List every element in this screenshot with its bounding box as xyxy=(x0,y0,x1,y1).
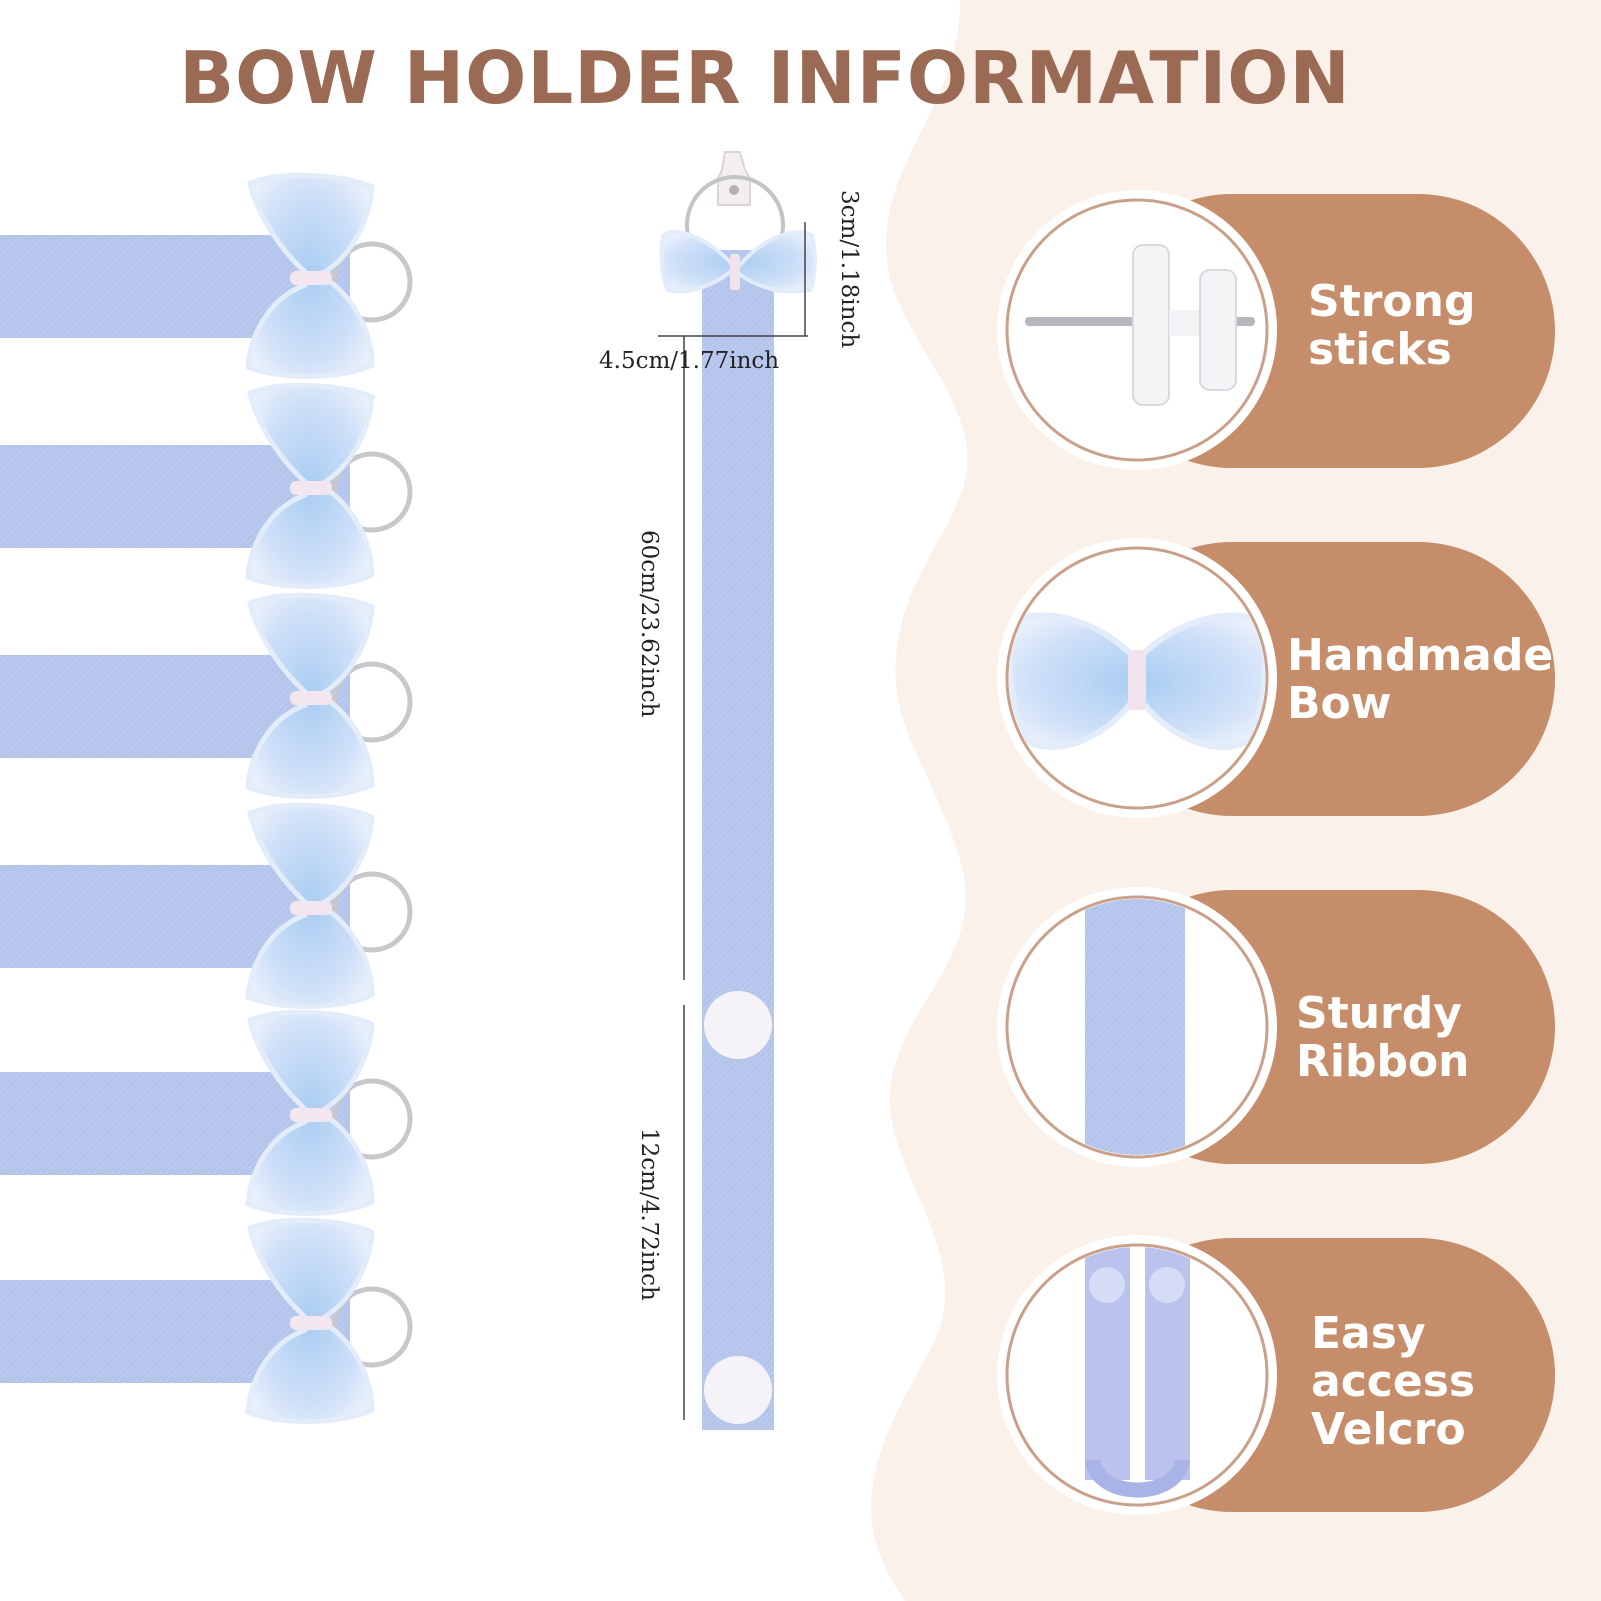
feature-line: Velcro xyxy=(1311,1404,1466,1455)
velcro-icon xyxy=(1085,1247,1190,1498)
feature-line: Ribbon xyxy=(1296,1036,1470,1087)
feature-text-sturdy-ribbon: Sturdy Ribbon xyxy=(1296,990,1470,1086)
feature-line: sticks xyxy=(1308,324,1452,375)
feature-line: Easy xyxy=(1311,1308,1426,1359)
bow-strip xyxy=(0,1217,413,1424)
bow-strip xyxy=(0,802,413,1009)
wall-hook-icon xyxy=(1025,244,1255,406)
bow-strip xyxy=(0,592,413,799)
feature-line: access xyxy=(1311,1356,1476,1407)
bow-strip xyxy=(0,382,413,589)
feature-text-easy-access-velcro: Easy access Velcro xyxy=(1311,1310,1475,1454)
dimension-label-ribbon-length: 60cm/23.62inch xyxy=(636,530,662,718)
left-bow-strips xyxy=(0,172,413,1424)
bow-strip xyxy=(0,172,413,379)
feature-line: Bow xyxy=(1287,678,1392,729)
feature-text-strong-sticks: Strong sticks xyxy=(1308,278,1475,374)
dimension-label-bow-width: 4.5cm/1.77inch xyxy=(599,348,780,374)
feature-line: Sturdy xyxy=(1296,988,1462,1039)
ribbon-icon xyxy=(1085,899,1185,1155)
dimension-label-velcro-spacing: 12cm/4.72inch xyxy=(636,1128,662,1301)
feature-panels xyxy=(997,190,1555,1515)
center-holder xyxy=(658,151,817,1430)
page-title: BOW HOLDER INFORMATION xyxy=(179,36,1351,120)
feature-line: Strong xyxy=(1308,276,1476,327)
dimension-label-top-height: 3cm/1.18inch xyxy=(836,190,862,349)
feature-line: Handmade xyxy=(1287,630,1554,681)
bow-strip xyxy=(0,1009,413,1216)
feature-text-handmade-bow: Handmade Bow xyxy=(1287,632,1553,728)
